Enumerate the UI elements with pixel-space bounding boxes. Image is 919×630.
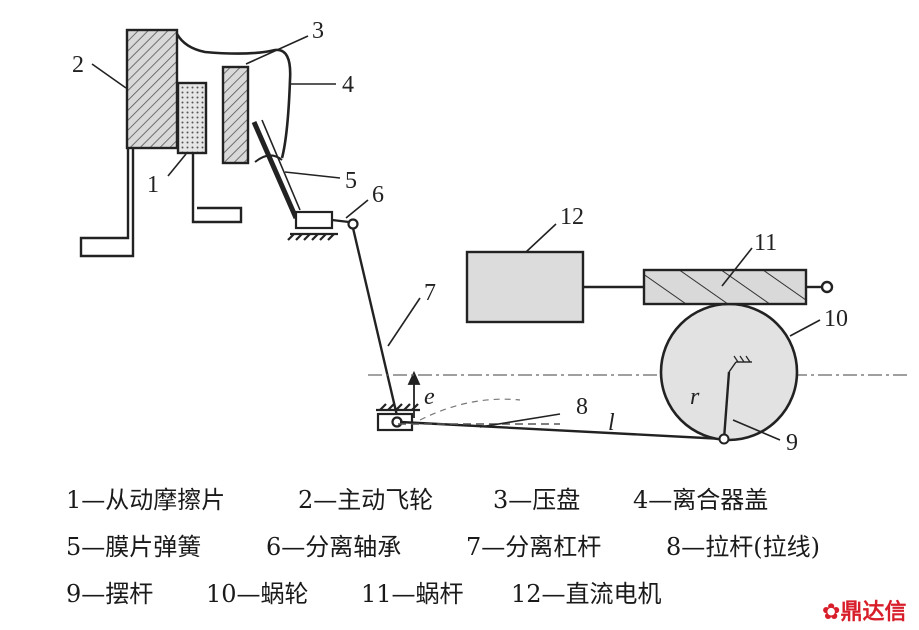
callout-7: 7 — [424, 280, 436, 306]
callout-1: 1 — [147, 172, 159, 198]
legend-row-1: 1—从动摩擦片 2—主动飞轮 3—压盘 4—离合器盖 — [66, 480, 768, 515]
legend-item: 7—分离杠杆 — [466, 533, 602, 561]
callout-3: 3 — [312, 18, 324, 44]
swing-arm — [718, 355, 752, 445]
dc-motor — [465, 250, 585, 324]
clutch-actuator-diagram: 2 1 3 4 5 6 7 8 9 10 11 12 e l r — [72, 18, 910, 456]
legend-row-2: 5—膜片弹簧 6—分离轴承 7—分离杠杆 8—拉杆(拉线) — [66, 527, 820, 562]
legend-item: 8—拉杆(拉线) — [666, 533, 820, 561]
diaphragm-spring — [251, 119, 301, 220]
friction-disc — [176, 81, 208, 155]
callout-4: 4 — [342, 72, 354, 98]
friction-disc-hub — [191, 153, 243, 224]
lever-pivot — [376, 403, 420, 432]
callout-11: 11 — [754, 230, 777, 256]
leader-lines — [91, 35, 821, 441]
callout-8: 8 — [576, 394, 588, 420]
pull-rod-arc — [419, 398, 521, 421]
callout-5: 5 — [345, 168, 357, 194]
legend-item: 11—蜗杆 — [361, 580, 464, 608]
flywheel-hub — [79, 148, 135, 258]
offset-e-marker — [407, 370, 421, 418]
callout-6: 6 — [372, 182, 384, 208]
clutch-cover — [175, 33, 292, 159]
pressure-plate — [221, 65, 250, 165]
watermark-text: 鼎达信 — [840, 600, 907, 625]
symbol-e: e — [424, 384, 435, 410]
legend-item: 2—主动飞轮 — [298, 486, 434, 514]
legend-item: 4—离合器盖 — [633, 486, 769, 514]
legend-item: 5—膜片弹簧 — [66, 533, 202, 561]
callout-9: 9 — [786, 430, 798, 456]
legend-item: 1—从动摩擦片 — [66, 486, 226, 514]
pull-rod — [399, 420, 725, 441]
release-lever — [351, 227, 400, 421]
callout-10: 10 — [824, 306, 848, 332]
legend-item: 9—摆杆 — [66, 580, 154, 608]
legend-item: 6—分离轴承 — [266, 533, 402, 561]
legend-item: 12—直流电机 — [511, 580, 662, 608]
symbol-r: r — [690, 384, 700, 410]
symbol-l: l — [608, 410, 615, 436]
flywheel — [125, 28, 179, 150]
worm-shaft — [583, 268, 834, 306]
callout-12: 12 — [560, 204, 584, 230]
watermark-icon: ✿ — [822, 600, 841, 625]
release-bearing — [287, 210, 359, 241]
legend-item: 10—蜗轮 — [206, 580, 309, 608]
watermark-logo: ✿鼎达信 — [822, 594, 906, 626]
callout-2: 2 — [72, 52, 84, 78]
flywheel-assembly — [79, 28, 179, 258]
friction-disc-assembly — [176, 81, 243, 224]
legend-item: 3—压盘 — [493, 486, 581, 514]
legend-row-3: 9—摆杆 10—蜗轮 11—蜗杆 12—直流电机 — [66, 574, 662, 609]
